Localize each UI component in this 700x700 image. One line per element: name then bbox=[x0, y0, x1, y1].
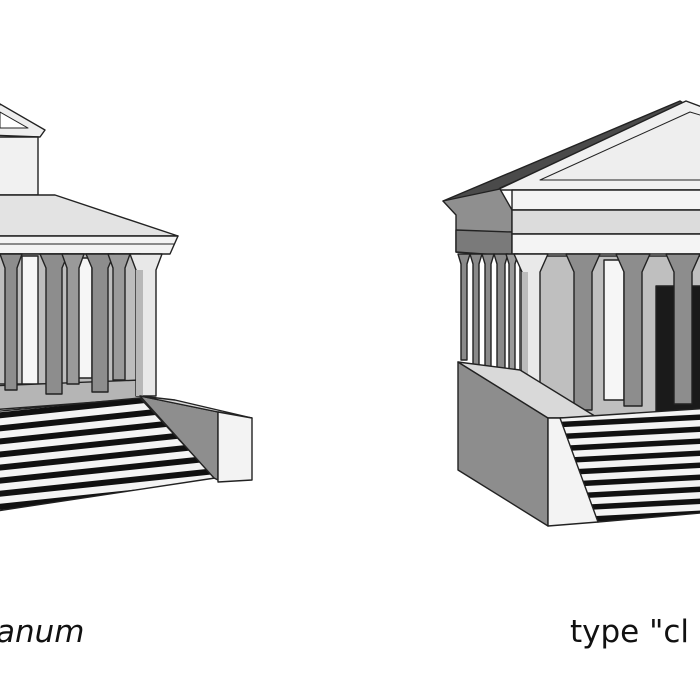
left-roof bbox=[0, 194, 179, 237]
left-entablature bbox=[0, 235, 179, 255]
caption-right: type "cl bbox=[570, 614, 690, 650]
right-stairs bbox=[559, 408, 700, 523]
right-front-entablature bbox=[511, 189, 700, 211]
left-attic bbox=[0, 136, 39, 196]
left-temple bbox=[0, 103, 253, 512]
right-side-columns bbox=[457, 253, 519, 385]
left-columns bbox=[0, 253, 163, 397]
right-temple bbox=[442, 100, 700, 527]
caption-left: anum bbox=[0, 614, 85, 650]
